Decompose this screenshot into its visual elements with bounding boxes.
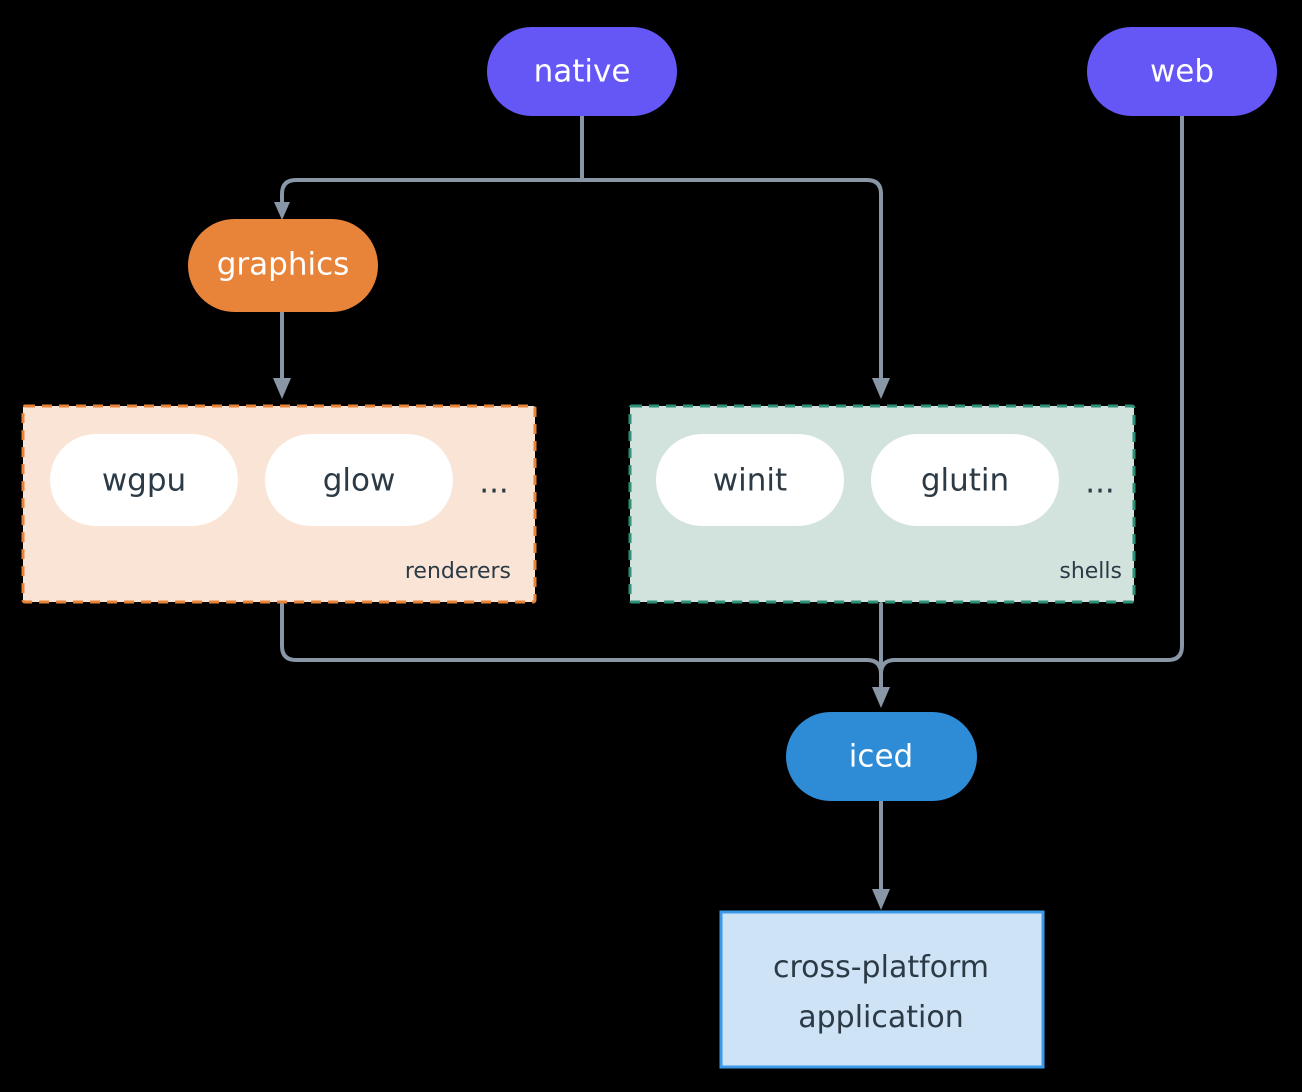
shells-item-glutin[interactable]: glutin (871, 434, 1059, 526)
shells-item-winit-pill[interactable] (656, 434, 844, 526)
group-renderers: wgpu glow ... renderers (21, 404, 537, 604)
shells-overflow-ellipsis: ... (1085, 465, 1115, 501)
node-graphics-pill[interactable] (188, 219, 378, 312)
edge-graphics-to-renderers-arrowhead (273, 378, 291, 399)
edge-renderers-to-iced (280, 602, 883, 692)
renderers-item-wgpu-label: wgpu (102, 463, 186, 499)
group-shells: winit glutin ... shells (628, 404, 1136, 604)
node-iced-pill[interactable] (786, 712, 977, 801)
renderers-item-wgpu-pill[interactable] (50, 434, 238, 526)
renderers-item-glow-pill[interactable] (265, 434, 453, 526)
renderers-group-caption: renderers (405, 559, 511, 584)
renderers-item-glow[interactable]: glow (265, 434, 453, 526)
renderers-item-wgpu[interactable]: wgpu (50, 434, 238, 526)
node-web[interactable]: web (1087, 27, 1277, 116)
edge-native-to-graphics-arrowhead (274, 202, 290, 220)
node-application-label-line-2: application (798, 1000, 963, 1035)
node-application-box[interactable] (719, 910, 1045, 1069)
node-native-label: native (534, 54, 631, 90)
node-web-pill[interactable] (1087, 27, 1277, 116)
node-web-label: web (1150, 54, 1214, 90)
edge-merge-to-iced-arrowhead (872, 687, 890, 708)
shells-group-caption: shells (1059, 559, 1122, 584)
node-graphics[interactable]: graphics (188, 219, 378, 312)
edge-native-to-shells-arrowhead (872, 378, 890, 399)
node-iced-label: iced (849, 739, 913, 775)
node-native-pill[interactable] (487, 27, 677, 116)
shells-item-glutin-label: glutin (921, 463, 1009, 499)
node-graphics-label: graphics (217, 247, 350, 283)
shells-item-winit[interactable]: winit (656, 434, 844, 526)
edge-layer (273, 114, 1184, 910)
shells-item-winit-label: winit (713, 463, 787, 499)
edge-iced-to-application-arrowhead (872, 889, 890, 910)
edge-native-to-graphics (280, 114, 584, 207)
edge-native-to-shells (580, 178, 883, 382)
node-application-label-line-1: cross-platform (773, 950, 989, 985)
node-application[interactable]: cross-platform application (719, 910, 1045, 1069)
renderers-item-glow-label: glow (323, 463, 396, 499)
node-native[interactable]: native (487, 27, 677, 116)
renderers-overflow-ellipsis: ... (479, 465, 509, 501)
shells-item-glutin-pill[interactable] (871, 434, 1059, 526)
node-iced[interactable]: iced (786, 712, 977, 801)
edge-web-to-iced (879, 114, 1184, 692)
